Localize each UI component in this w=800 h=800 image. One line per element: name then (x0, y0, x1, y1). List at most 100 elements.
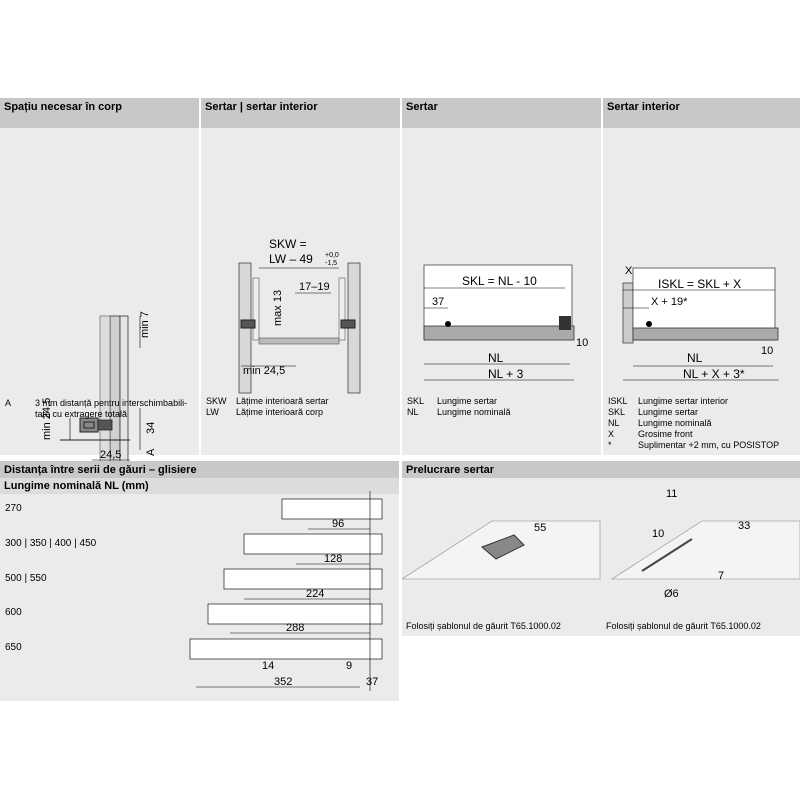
legend-row: *Suplimentar +2 mm, cu POSISTOP (608, 440, 779, 451)
panel-title: Spațiu necesar în corp (0, 98, 199, 128)
dim-skl: SKL = NL - 10 (462, 274, 537, 288)
panel-sertar-interior-dims: Sertar | sertar interior SKW = LW – 49 +… (201, 98, 400, 455)
legend-row: NL Lungime nominală (407, 407, 511, 418)
dim-17-19: 17–19 (299, 281, 330, 293)
panel-title: Prelucrare sertar (402, 461, 800, 478)
dim-37: 37 (366, 676, 378, 688)
runner-500-550 (223, 568, 383, 590)
panel-title: Distanța între serii de găuri – glisiere (0, 461, 399, 478)
dim-min245: min 24,5 (243, 365, 285, 377)
legend-key: LW (206, 407, 219, 417)
legend-row: NL Lungime nominală (608, 418, 779, 429)
panel-title: Sertar | sertar interior (201, 98, 400, 128)
panel-title: Sertar interior (603, 98, 800, 128)
dim-lw49: LW – 49 (269, 252, 313, 266)
legend: ISKL Lungime sertar interior SKL Lungime s… (608, 396, 779, 451)
dim-96: 96 (332, 518, 344, 530)
dim-55: 55 (534, 522, 546, 534)
legend-text: Lățime interioară sertar (236, 396, 329, 406)
front-clip (559, 316, 571, 330)
panel-sertar: Sertar SKL = NL - 10 37 10 NL NL + 3 SKL… (402, 98, 601, 455)
legend-key: X (608, 429, 615, 439)
dim-11: 11 (666, 488, 677, 500)
panel-distanta: Distanța între serii de găuri – glisiere… (0, 461, 399, 701)
dim-6: Ø6 (664, 588, 679, 600)
legend: SKW Lățime interioară sertar LW Lățime int… (206, 396, 329, 418)
inner-drawer-diagram: X ISKL = SKL + X X + 19* NL 10 NL + X + … (622, 265, 779, 381)
runner (423, 325, 575, 341)
nl-row-label: 650 (5, 642, 22, 653)
dim-10: 10 (576, 337, 588, 349)
legend-text: Lungime sertar (638, 407, 699, 417)
nl-row-label: 600 (5, 607, 22, 618)
dim-x: X (625, 265, 633, 277)
legend-key: SKL (407, 396, 425, 406)
dim-x19: X + 19* (651, 296, 688, 308)
legend-row: ISKL Lungime sertar interior (608, 396, 779, 407)
runners (240, 319, 356, 329)
panel-title: Sertar (402, 98, 601, 128)
hole-marker (646, 321, 652, 327)
legend-text: Lungime sertar interior (638, 396, 729, 406)
runner (632, 327, 779, 341)
dim-224: 224 (306, 588, 324, 600)
legend-text: Lungime nominală (437, 407, 511, 417)
legend-row: X Grosime front (608, 429, 779, 440)
hole-marker (445, 321, 451, 327)
legend-text: Lățime interioară corp (236, 407, 324, 417)
drawer-side (99, 315, 111, 465)
runner-profile (79, 417, 99, 433)
legend-row: SKW Lățime interioară sertar (206, 396, 329, 407)
nl-row-label: 500 | 550 (5, 573, 47, 584)
dim-128: 128 (324, 553, 342, 565)
dim-33: 33 (738, 520, 750, 532)
cabinet-space-diagram: min 7 min 24,5 34 A A 24,5 (41, 311, 157, 465)
tol-top: +0,0 (325, 252, 339, 259)
legend-text: 3 mm distanță pentru interschimbabili- (35, 398, 188, 408)
dim-nl: NL (687, 351, 703, 365)
legend-key: NL (407, 407, 419, 417)
hole-spacing-diagram: 96 128 224 288 14 9 352 37 (189, 491, 383, 691)
width-diagram: SKW = LW – 49 +0,0 -1,5 max 13 17–19 min… (238, 237, 361, 394)
legend-key: NL (608, 418, 620, 428)
caption-right: Folosiți șablonul de găurit T65.1000.02 (606, 621, 761, 631)
dim-skw: SKW = (269, 237, 307, 251)
legend-key: ISKL (608, 396, 628, 406)
runner-650 (189, 638, 383, 660)
dim-10: 10 (761, 345, 773, 357)
dim-34: 34 (145, 422, 157, 434)
clip-part (481, 534, 525, 560)
drill-bit (641, 538, 693, 572)
dim-9: 9 (346, 660, 352, 672)
tol-bottom: -1,5 (325, 260, 337, 267)
runner-600 (207, 603, 383, 625)
legend-text: Lungime nominală (638, 418, 712, 428)
cabinet-wall-inner (119, 315, 129, 465)
legend-text: Grosime front (638, 429, 693, 439)
panel-sertar-interior: Sertar interior X ISKL = SKL + X X + 19*… (603, 98, 800, 455)
drawer-length-diagram: SKL = NL - 10 37 10 NL NL + 3 (423, 264, 588, 381)
legend-row: SKL Lungime sertar (608, 407, 779, 418)
dim-min245: min 24,5 (41, 398, 53, 440)
dim-288: 288 (286, 622, 304, 634)
dim-A-right: A (145, 448, 157, 456)
runner-clip (97, 419, 113, 431)
dim-nl: NL (488, 351, 504, 365)
legend-key: SKL (608, 407, 626, 417)
caption-left: Folosiți șablonul de găurit T65.1000.02 (406, 621, 561, 631)
legend-row: LW Lățime interioară corp (206, 407, 329, 418)
drawer-bottom (258, 337, 340, 345)
runner-270 (281, 498, 383, 520)
machining-diagram: 55 11 10 33 7 Ø6 (402, 488, 800, 600)
dim-max13: max 13 (272, 290, 284, 326)
legend-key: SKW (206, 396, 227, 406)
dim-min7: min 7 (139, 311, 151, 338)
dim-nlx3: NL + X + 3* (683, 367, 745, 381)
dim-iskl: ISKL = SKL + X (658, 277, 741, 291)
drawer-right-side (338, 277, 346, 341)
dim-7: 7 (718, 570, 724, 582)
front-panel (622, 282, 634, 344)
